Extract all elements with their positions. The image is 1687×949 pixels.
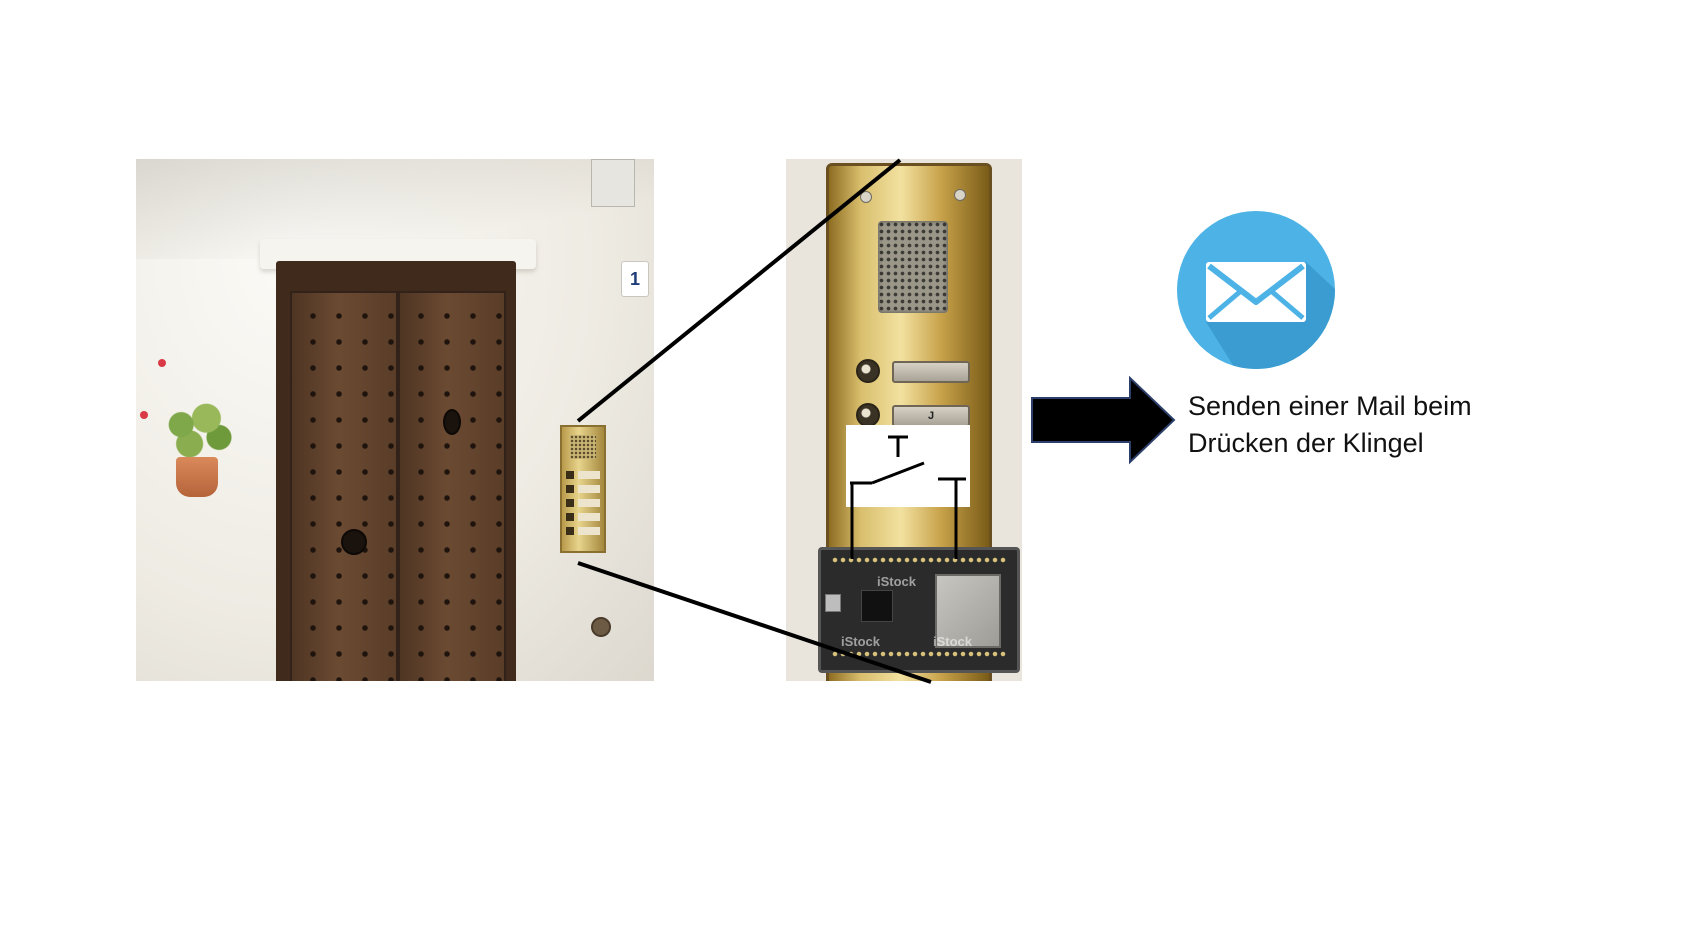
caption-text: Senden einer Mail beim Drücken der Kling… — [1188, 388, 1608, 462]
circuit-wires — [850, 507, 958, 559]
plant — [156, 399, 240, 463]
speaker-grill-small — [570, 435, 596, 459]
switch-schematic-box — [846, 425, 970, 507]
wifi-module — [935, 574, 1001, 648]
intercom-panel-small — [560, 425, 606, 553]
watermark: iStock — [933, 634, 973, 649]
door-leaf-right — [398, 291, 506, 681]
door-frame — [276, 261, 516, 681]
intercom-button-row — [566, 471, 600, 479]
flower-blossom — [140, 411, 148, 419]
switch-symbol-icon — [850, 435, 966, 507]
flower-pot — [176, 457, 218, 497]
flower-blossom — [158, 359, 166, 367]
intercom-button-row — [566, 499, 600, 507]
wall-lamp — [591, 159, 635, 207]
house-number: 1 — [621, 261, 649, 297]
door-knocker-icon — [341, 529, 367, 555]
house-facade-image: 1 — [136, 159, 654, 681]
board-pins — [831, 556, 1007, 564]
intercom-button-row — [566, 513, 600, 521]
right-arrow-icon — [1031, 376, 1176, 465]
envelope-icon — [1177, 211, 1335, 369]
caption-line-1: Senden einer Mail beim — [1188, 391, 1472, 421]
intercom-button-row — [566, 485, 600, 493]
intercom-button-row — [566, 527, 600, 535]
caption-line-2: Drücken der Klingel — [1188, 428, 1424, 458]
door-leaf-left — [290, 291, 398, 681]
door-handle-icon — [443, 409, 461, 435]
screw-icon — [954, 189, 966, 201]
wall-fixture — [591, 617, 611, 637]
